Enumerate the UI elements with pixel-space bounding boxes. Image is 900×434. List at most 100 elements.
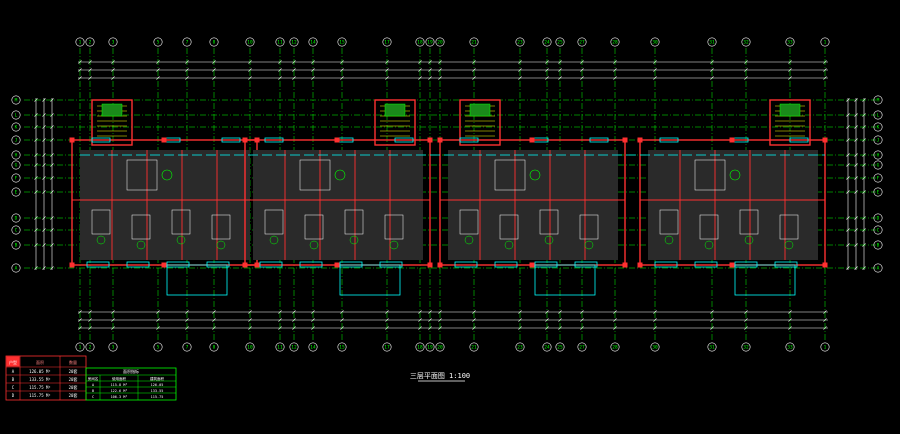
apartment-unit: [69, 99, 260, 296]
unit-type-cell: 20套: [69, 368, 78, 374]
room-tag: [334, 169, 346, 181]
right-axis-bubble: E: [873, 187, 883, 197]
balcony-outline: [166, 264, 228, 296]
axis-bubble-label: 15: [339, 40, 345, 46]
axis-bubble-label: B: [15, 243, 18, 249]
top-axis-bubble: 18: [415, 37, 425, 47]
window-frame: [774, 261, 798, 268]
axis-bubble-circle: [555, 342, 565, 352]
bed-furniture: [384, 214, 404, 240]
unit-type-table-header-fill: [6, 356, 20, 367]
living-furniture: [299, 159, 331, 191]
top-axis-bubble: 8: [209, 37, 219, 47]
unit-type-cell: 115.75 M²: [29, 385, 51, 390]
unit-floor-fill: [648, 150, 818, 260]
axis-bubble-label: 27: [579, 345, 585, 351]
axis-bubble-circle: [11, 135, 21, 145]
dimension-tick: [846, 228, 850, 232]
axis-bubble-label: H: [15, 153, 18, 159]
right-axis-bubble: D: [873, 213, 883, 223]
axis-bubble-label: M: [15, 98, 18, 104]
axis-bubble-circle: [382, 342, 392, 352]
axis-bubble-circle: [650, 342, 660, 352]
axis-bubble-label: 18: [417, 40, 423, 46]
right-axis-bubble: G: [873, 160, 883, 170]
top-axis-bubble: 23: [515, 37, 525, 47]
axis-bubble-label: 2: [89, 40, 92, 46]
axis-bubble-circle: [153, 342, 163, 352]
axis-bubble-circle: [108, 37, 118, 47]
axis-bubble-label: D: [15, 216, 18, 222]
axis-bubble-circle: [515, 37, 525, 47]
bottom-axis-bubble: 30: [650, 342, 660, 352]
window-frame: [339, 261, 363, 268]
dimension-tick: [846, 113, 850, 117]
structural-column: [242, 137, 248, 143]
axis-bubble-label: 25: [557, 40, 563, 46]
axis-bubble-circle: [820, 342, 830, 352]
axis-bubble-circle: [108, 342, 118, 352]
axis-bubble-label: 24: [544, 345, 550, 351]
unit-type-cell: 20套: [69, 384, 78, 390]
axis-bubble-label: F: [15, 176, 18, 182]
structural-column: [427, 262, 433, 268]
unit-type-cell: C: [12, 385, 15, 390]
axis-bubble-circle: [707, 342, 717, 352]
unit-type-cell: 126.05 M²: [29, 369, 51, 374]
axis-bubble-label: 11: [277, 345, 283, 351]
structural-column: [622, 262, 628, 268]
balcony-outline: [734, 264, 796, 296]
structural-column: [622, 137, 628, 143]
axis-bubble-label: 20: [437, 40, 443, 46]
area-index-cell: 115.8 M²: [111, 383, 128, 387]
structural-column: [822, 137, 828, 143]
apartment-unit: [637, 99, 828, 296]
axis-bubble-label: E: [15, 190, 18, 196]
bottom-axis-bubble: 2: [85, 342, 95, 352]
window-frame: [91, 137, 111, 143]
room-tag: [96, 235, 106, 245]
bed-furniture: [91, 209, 111, 235]
axis-bubble-circle: [873, 150, 883, 160]
right-axis-bubble: L: [873, 110, 883, 120]
axis-bubble-label: 11: [277, 40, 283, 46]
axis-bubble-label: 30: [652, 345, 658, 351]
axis-bubble-circle: [11, 110, 21, 120]
axis-bubble-circle: [873, 225, 883, 235]
axis-bubble-circle: [873, 135, 883, 145]
right-axis-bubble: M: [873, 95, 883, 105]
axis-bubble-circle: [275, 342, 285, 352]
axis-bubble-label: 12: [291, 40, 297, 46]
axis-bubble-circle: [577, 37, 587, 47]
area-index-cell: 106.3 M²: [111, 395, 128, 399]
area-index-cell: 126.05: [151, 383, 164, 387]
axis-bubble-circle: [153, 37, 163, 47]
axis-bubble-circle: [11, 150, 21, 160]
axis-bubble-label: F: [877, 176, 880, 182]
axis-bubble-circle: [275, 37, 285, 47]
bed-furniture: [579, 214, 599, 240]
axis-bubble-label: 31: [709, 345, 715, 351]
room-tag: [584, 240, 594, 250]
unit-type-cell: A: [12, 369, 15, 374]
dimension-tick: [846, 176, 850, 180]
bottom-axis-bubble: 18: [415, 342, 425, 352]
area-index-cell: A: [92, 383, 95, 387]
right-axis-bubble: F: [873, 173, 883, 183]
unit-type-cell: 20套: [69, 376, 78, 382]
axis-bubble-circle: [873, 122, 883, 132]
axis-bubble-label: B: [877, 243, 880, 249]
dimension-tick: [846, 98, 850, 102]
window-frame: [206, 261, 230, 268]
axis-bubble-label: 10: [247, 40, 253, 46]
window-frame: [264, 137, 284, 143]
elevator-car: [469, 103, 491, 117]
axis-bubble-circle: [425, 37, 435, 47]
axis-bubble-circle: [209, 37, 219, 47]
axis-bubble-label: 21: [471, 40, 477, 46]
axis-bubble-circle: [435, 342, 445, 352]
axis-bubble-label: K: [15, 125, 18, 131]
dimension-tick: [854, 266, 858, 270]
